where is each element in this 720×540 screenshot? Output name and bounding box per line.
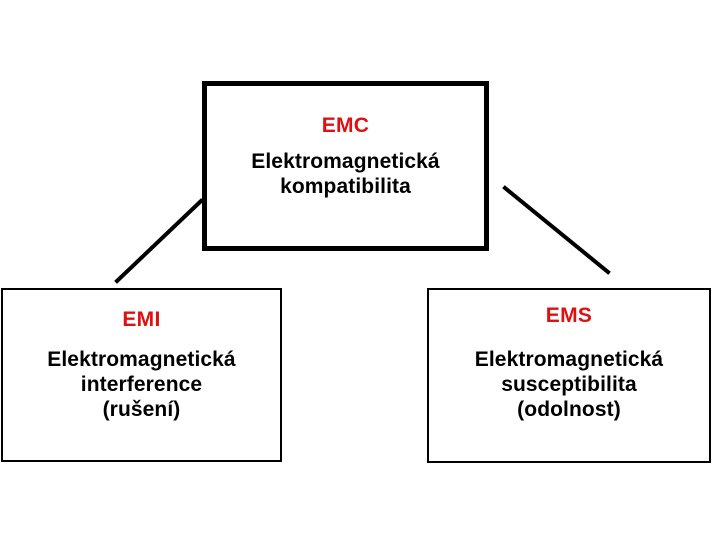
connector-emc-to-emi — [114, 198, 204, 284]
node-emi-body-line-2: interference — [80, 373, 203, 396]
node-ems[interactable]: EMS Elektromagnetická susceptibilita (od… — [427, 288, 711, 463]
node-ems-title: EMS — [545, 304, 593, 327]
node-emc-body: Elektromagnetická kompatibilita — [251, 149, 439, 199]
node-emc-body-line-2: kompatibilita — [280, 175, 411, 198]
node-emc-title: EMC — [321, 114, 370, 137]
node-emi-body-line-3: (rušení) — [102, 398, 181, 421]
node-emi-body: Elektromagnetická interference (rušení) — [47, 347, 235, 422]
node-ems-body: Elektromagnetická susceptibilita (odolno… — [475, 347, 663, 422]
node-emi-title: EMI — [122, 308, 161, 331]
node-emi[interactable]: EMI Elektromagnetická interference (ruše… — [1, 288, 282, 462]
connector-emc-to-ems — [502, 185, 611, 275]
node-ems-body-line-2: susceptibilita — [501, 373, 637, 396]
node-ems-body-line-1: Elektromagnetická — [474, 348, 664, 371]
node-ems-body-line-3: (odolnost) — [517, 398, 621, 421]
node-emc[interactable]: EMC Elektromagnetická kompatibilita — [202, 81, 489, 251]
node-emc-body-line-1: Elektromagnetická — [251, 150, 440, 173]
node-emi-body-line-1: Elektromagnetická — [47, 348, 236, 371]
